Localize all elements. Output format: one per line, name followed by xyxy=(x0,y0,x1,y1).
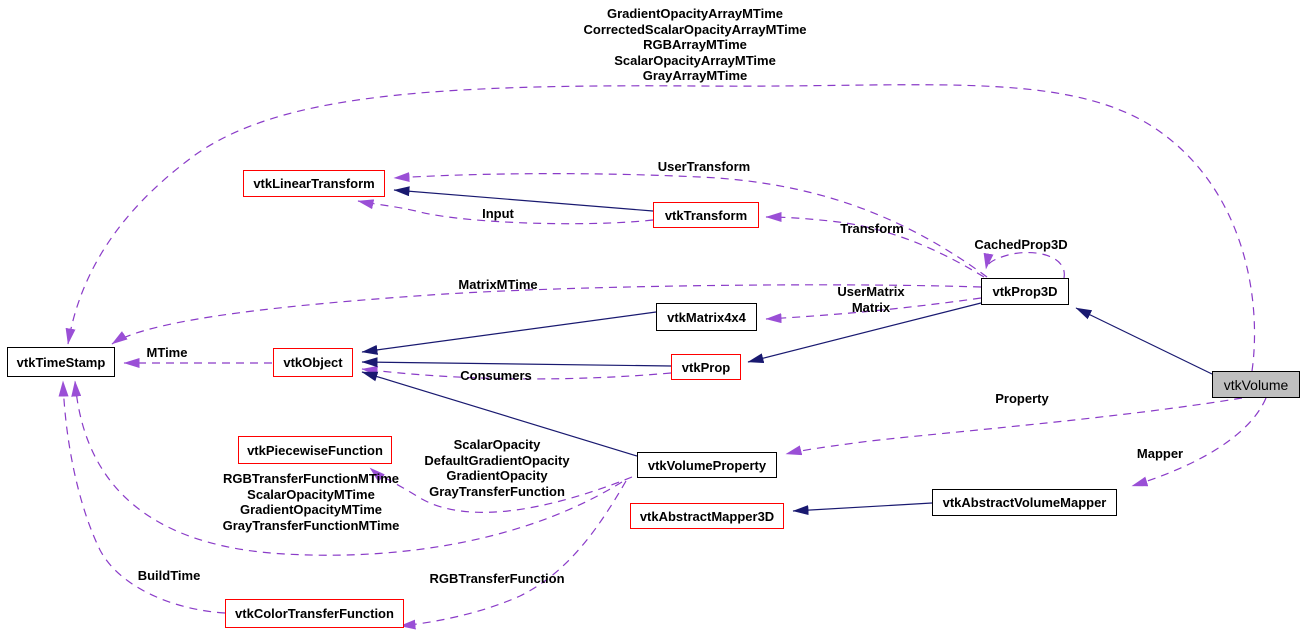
node-vtkColorTransferFunction[interactable]: vtkColorTransferFunction xyxy=(225,599,404,628)
edge-usage-vtkProp3D-vtkTimeStamp-matrixmtime xyxy=(111,284,982,345)
edge-label-usermatrix-matrix: UserMatrix Matrix xyxy=(837,284,905,315)
edge-usage-vtkColorTransferFunction-vtkTimeStamp-buildtime xyxy=(58,380,226,614)
edge-usage-vtkVolumeProperty-vtkPiecewiseFunction xyxy=(369,467,633,513)
edge-usage-vtkVolume-vtkAbstractVolumeMapper-mapper xyxy=(1131,397,1267,487)
edge-label-cachedprop3d: CachedProp3D xyxy=(974,237,1068,252)
edge-label-matrixmtime: MatrixMTime xyxy=(458,277,538,292)
edge-label-volume-timestamp-arrays: GradientOpacityArrayMTime CorrectedScala… xyxy=(583,6,807,83)
edge-usage-vtkProp3D-vtkTransform-transform xyxy=(765,212,985,278)
edge-inherit-vtkAbstractVolumeMapper-vtkAbstractMapper3D xyxy=(792,502,933,516)
edge-label-mtime: MTime xyxy=(146,345,188,360)
edge-label-usertransform: UserTransform xyxy=(657,159,751,174)
node-vtkTimeStamp[interactable]: vtkTimeStamp xyxy=(7,347,115,377)
node-vtkPiecewiseFunction[interactable]: vtkPiecewiseFunction xyxy=(238,436,392,464)
edge-usage-vtkVolume-vtkTimeStamp xyxy=(65,84,1256,372)
edge-label-property: Property xyxy=(995,391,1049,406)
edge-label-mapper: Mapper xyxy=(1136,446,1184,461)
edge-label-consumers: Consumers xyxy=(460,368,532,383)
edge-usage-vtkVolumeProperty-vtkTimeStamp xyxy=(71,380,623,556)
edge-label-opacity-functions: ScalarOpacity DefaultGradientOpacity Gra… xyxy=(424,437,570,499)
node-vtkTransform[interactable]: vtkTransform xyxy=(653,202,759,228)
node-vtkProp3D[interactable]: vtkProp3D xyxy=(981,278,1069,305)
node-vtkVolumeProperty[interactable]: vtkVolumeProperty xyxy=(637,452,777,478)
edge-inherit-vtkProp3D-vtkProp xyxy=(747,302,982,364)
edge-inherit-vtkVolumeProperty-vtkObject xyxy=(361,371,638,457)
node-vtkAbstractMapper3D[interactable]: vtkAbstractMapper3D xyxy=(630,503,784,529)
edge-usage-vtkProp3D-vtkMatrix4x4-usermatrix xyxy=(765,297,982,324)
edge-label-transform: Transform xyxy=(840,221,904,236)
edge-inherit-vtkVolume-vtkProp3D xyxy=(1075,307,1213,375)
edge-label-rgbtransferfunction: RGBTransferFunction xyxy=(429,571,565,586)
edge-label-input: Input xyxy=(482,206,514,221)
node-vtkProp[interactable]: vtkProp xyxy=(671,354,741,380)
node-vtkLinearTransform[interactable]: vtkLinearTransform xyxy=(243,170,385,197)
edge-usage-vtkTransform-vtkLinearTransform-input xyxy=(357,199,654,225)
edge-usage-vtkVolumeProperty-vtkColorTransferFunction xyxy=(399,480,627,630)
edge-usage-vtkVolume-vtkVolumeProperty-property xyxy=(785,397,1243,456)
node-vtkAbstractVolumeMapper[interactable]: vtkAbstractVolumeMapper xyxy=(932,489,1117,516)
node-vtkMatrix4x4[interactable]: vtkMatrix4x4 xyxy=(656,303,757,331)
edge-usage-vtkProp-vtkObject-consumers xyxy=(361,365,672,380)
edge-inherit-vtkTransform-vtkLinearTransform xyxy=(393,186,654,212)
edge-label-buildtime: BuildTime xyxy=(137,568,201,583)
node-vtkObject[interactable]: vtkObject xyxy=(273,348,353,377)
edge-usage-vtkProp3D-self-cachedprop3d xyxy=(983,251,1065,279)
node-vtkVolume[interactable]: vtkVolume xyxy=(1212,371,1300,398)
edge-inherit-vtkProp-vtkObject xyxy=(361,357,672,368)
edge-inherit-vtkMatrix4x4-vtkObject xyxy=(361,311,657,355)
edge-label-mtime-functions: RGBTransferFunctionMTime ScalarOpacityMT… xyxy=(222,471,400,533)
edge-usage-vtkProp3D-vtkLinearTransform-usertransform xyxy=(393,172,988,278)
